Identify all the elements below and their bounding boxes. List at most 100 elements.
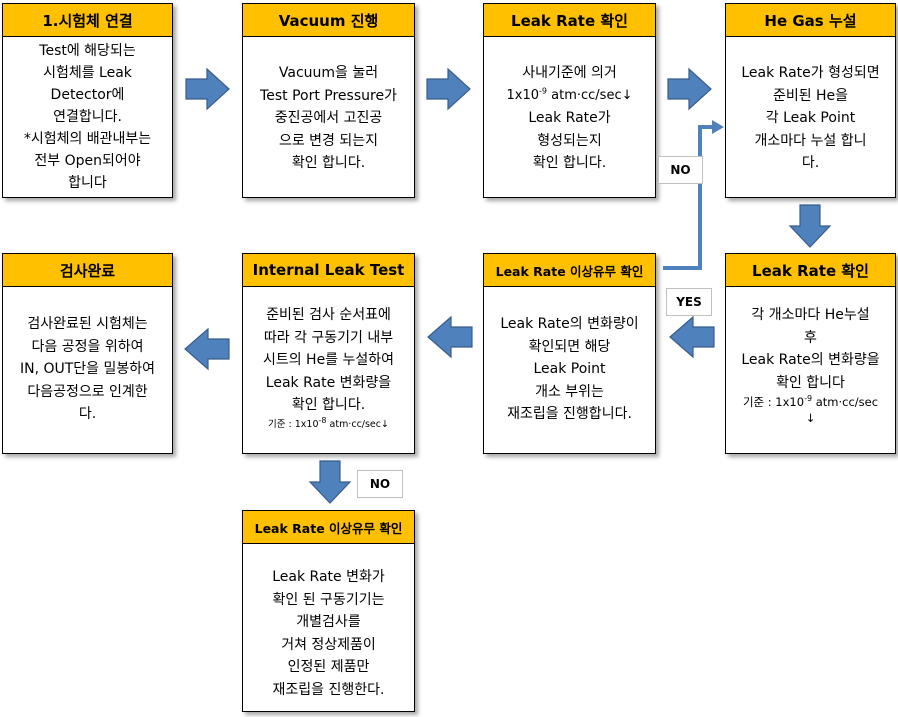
step-line: 확인 된 구동기기는 [272, 591, 385, 608]
std-arrow: ↓ [805, 411, 816, 425]
step-line: 전부 Open되어야 [34, 153, 141, 169]
step-4-box: He Gas 누설 Leak Rate가 형성되면 준비된 He을 각 Leak… [725, 3, 896, 198]
step-line: 확인 합니다. [291, 155, 366, 171]
std-base: 1x10 [506, 87, 540, 103]
step-description: 사내기준에 의거 1x10-9 atm·cc/sec↓ Leak Rate가 형… [484, 37, 655, 179]
step-line: *시험체의 배관내부는 [23, 131, 152, 147]
step-title: Leak Rate 이상유무 확인 [484, 254, 655, 287]
step-line: Leak Rate 변화가 [272, 569, 385, 585]
step-line: 개소 부위는 [535, 383, 604, 400]
step-line: 형성되는지 [537, 132, 602, 149]
step-line: 다음공정으로 인계한 [27, 383, 148, 400]
std-unit: atm·cc/sec↓ [326, 418, 389, 430]
step-title: Leak Rate 이상유무 확인 [243, 511, 414, 544]
step-line: 다. [78, 406, 97, 422]
step-line: 확인 합니다 [776, 374, 845, 391]
step-line: Vacuum을 눌러 [278, 65, 379, 81]
leak-standard: 기준 : 1x10-9 atm·cc/sec [731, 394, 890, 410]
leak-standard: 기준 : 1x10-8 atm·cc/sec↓ [248, 415, 409, 433]
step-description: Leak Rate 변화가 확인 된 구동기기는 개별검사를 거쳐 정상제품이 … [243, 544, 414, 705]
step-line: Leak Rate가 형성되면 [741, 65, 880, 81]
arrow-down [308, 460, 352, 504]
step-line: 확인 합니다. [291, 397, 366, 413]
arrow-right [185, 67, 230, 111]
step-line: 연결합니다. [53, 109, 122, 125]
step-line: 다. [801, 155, 820, 171]
step-line: Leak Rate의 변화량이 [500, 316, 639, 332]
step-2-box: Vacuum 진행 Vacuum을 눌러 Test Port Pressure가… [242, 3, 415, 198]
step-line: 다음 공정을 위하여 [31, 338, 144, 355]
step-description: 각 개소마다 He누설 후 Leak Rate의 변화량을 확인 합니다 기준 … [726, 287, 895, 430]
step-8-box: 검사완료 검사완료된 시험체는 다음 공정을 위하여 IN, OUT단을 밀봉하… [2, 253, 173, 454]
step-title: Leak Rate 확인 [484, 4, 655, 37]
step-line: 재조립을 진행합니다. [507, 406, 632, 422]
step-line: Leak Point [533, 361, 606, 377]
no-label-top: NO [658, 156, 703, 184]
step-line: 준비된 He을 [772, 87, 849, 104]
step-line: 시트의 He를 누설하여 [262, 352, 395, 368]
step-line: 확인 합니다. [532, 155, 607, 171]
step-line: Leak Rate 변화량을 [265, 374, 392, 391]
arrow-left [184, 327, 230, 371]
arrow-right [426, 67, 471, 111]
step-1-box: 1.시험체 연결 Test에 해당되는 시험체를 Leak Detector에 … [2, 3, 173, 198]
arrow-left [669, 315, 715, 359]
step-line: 준비된 검사 순서표에 [266, 307, 391, 323]
std-exponent: -9 [804, 394, 813, 404]
step-line: Detector에 [50, 87, 125, 103]
step-7-box: Internal Leak Test 준비된 검사 순서표에 따라 각 구동기기… [242, 253, 415, 454]
step-description: Leak Rate가 형성되면 준비된 He을 각 Leak Point 개소마… [726, 37, 895, 179]
step-title: 검사완료 [3, 254, 172, 287]
std-unit: atm·cc/sec↓ [547, 87, 633, 103]
step-description: 검사완료된 시험체는 다음 공정을 위하여 IN, OUT단을 밀봉하여 다음공… [3, 287, 172, 430]
step-description: Leak Rate의 변화량이 확인되면 해당 Leak Point 개소 부위… [484, 287, 655, 430]
step-line: 인정된 제품만 [287, 659, 370, 675]
step-line: 검사완료된 시험체는 [27, 316, 148, 332]
arrow-right [667, 67, 712, 111]
step-title: Internal Leak Test [243, 254, 414, 287]
step-line: Test에 해당되는 [39, 43, 136, 59]
step-line: 각 Leak Point [765, 110, 856, 126]
loop-connector [663, 125, 714, 270]
leak-standard: 1x10-9 atm·cc/sec↓ [489, 85, 650, 108]
step-6-box: Leak Rate 이상유무 확인 Leak Rate의 변화량이 확인되면 해… [483, 253, 656, 454]
step-line: Leak Rate가 [528, 110, 611, 126]
arrow-down [788, 204, 832, 248]
step-3-box: Leak Rate 확인 사내기준에 의거 1x10-9 atm·cc/sec↓… [483, 3, 656, 198]
step-line: IN, OUT단을 밀봉하여 [19, 361, 156, 377]
std-exponent: -9 [539, 86, 547, 96]
arrow-left [427, 315, 473, 359]
step-line: 중진공에서 고진공 [274, 110, 383, 126]
step-5-box: Leak Rate 확인 각 개소마다 He누설 후 Leak Rate의 변화… [725, 253, 896, 454]
step-description: Vacuum을 눌러 Test Port Pressure가 중진공에서 고진공… [243, 37, 414, 179]
step-line: 각 개소마다 He누설 [751, 307, 870, 323]
std-unit: atm·cc/sec [812, 395, 879, 409]
step-title: He Gas 누설 [726, 4, 895, 37]
step-9-box: Leak Rate 이상유무 확인 Leak Rate 변화가 확인 된 구동기… [242, 510, 415, 712]
no-label-bottom: NO [357, 470, 403, 498]
loop-arrowhead [712, 120, 724, 134]
std-base: 기준 : 1x10 [742, 395, 805, 409]
step-line: Leak Rate의 변화량을 [741, 352, 880, 368]
step-line: 확인되면 해당 [528, 338, 611, 355]
step-line: 개소마다 누설 합니 [754, 132, 867, 149]
std-exponent: -8 [318, 415, 327, 425]
step-line: 후 [804, 329, 817, 346]
step-line: Test Port Pressure가 [260, 87, 397, 104]
step-line: 으로 변경 되는지 [278, 132, 379, 149]
step-line: 재조립을 진행한다. [272, 681, 385, 698]
step-line: 따라 각 구동기기 내부 [263, 329, 394, 346]
step-description: 준비된 검사 순서표에 따라 각 구동기기 내부 시트의 He를 누설하여 Le… [243, 287, 414, 437]
step-title: Vacuum 진행 [243, 4, 414, 37]
yes-label: YES [666, 288, 712, 316]
step-line: 거쳐 정상제품이 [281, 636, 376, 653]
std-base: 기준 : 1x10 [268, 418, 319, 430]
step-line: 사내기준에 의거 [522, 65, 617, 81]
step-line: 합니다 [68, 175, 107, 191]
step-line: 개별검사를 [296, 614, 361, 630]
step-title: Leak Rate 확인 [726, 254, 895, 287]
step-line: 시험체를 Leak [43, 65, 132, 81]
step-title: 1.시험체 연결 [3, 4, 172, 37]
step-description: Test에 해당되는 시험체를 Leak Detector에 연결합니다. *시… [3, 37, 172, 198]
